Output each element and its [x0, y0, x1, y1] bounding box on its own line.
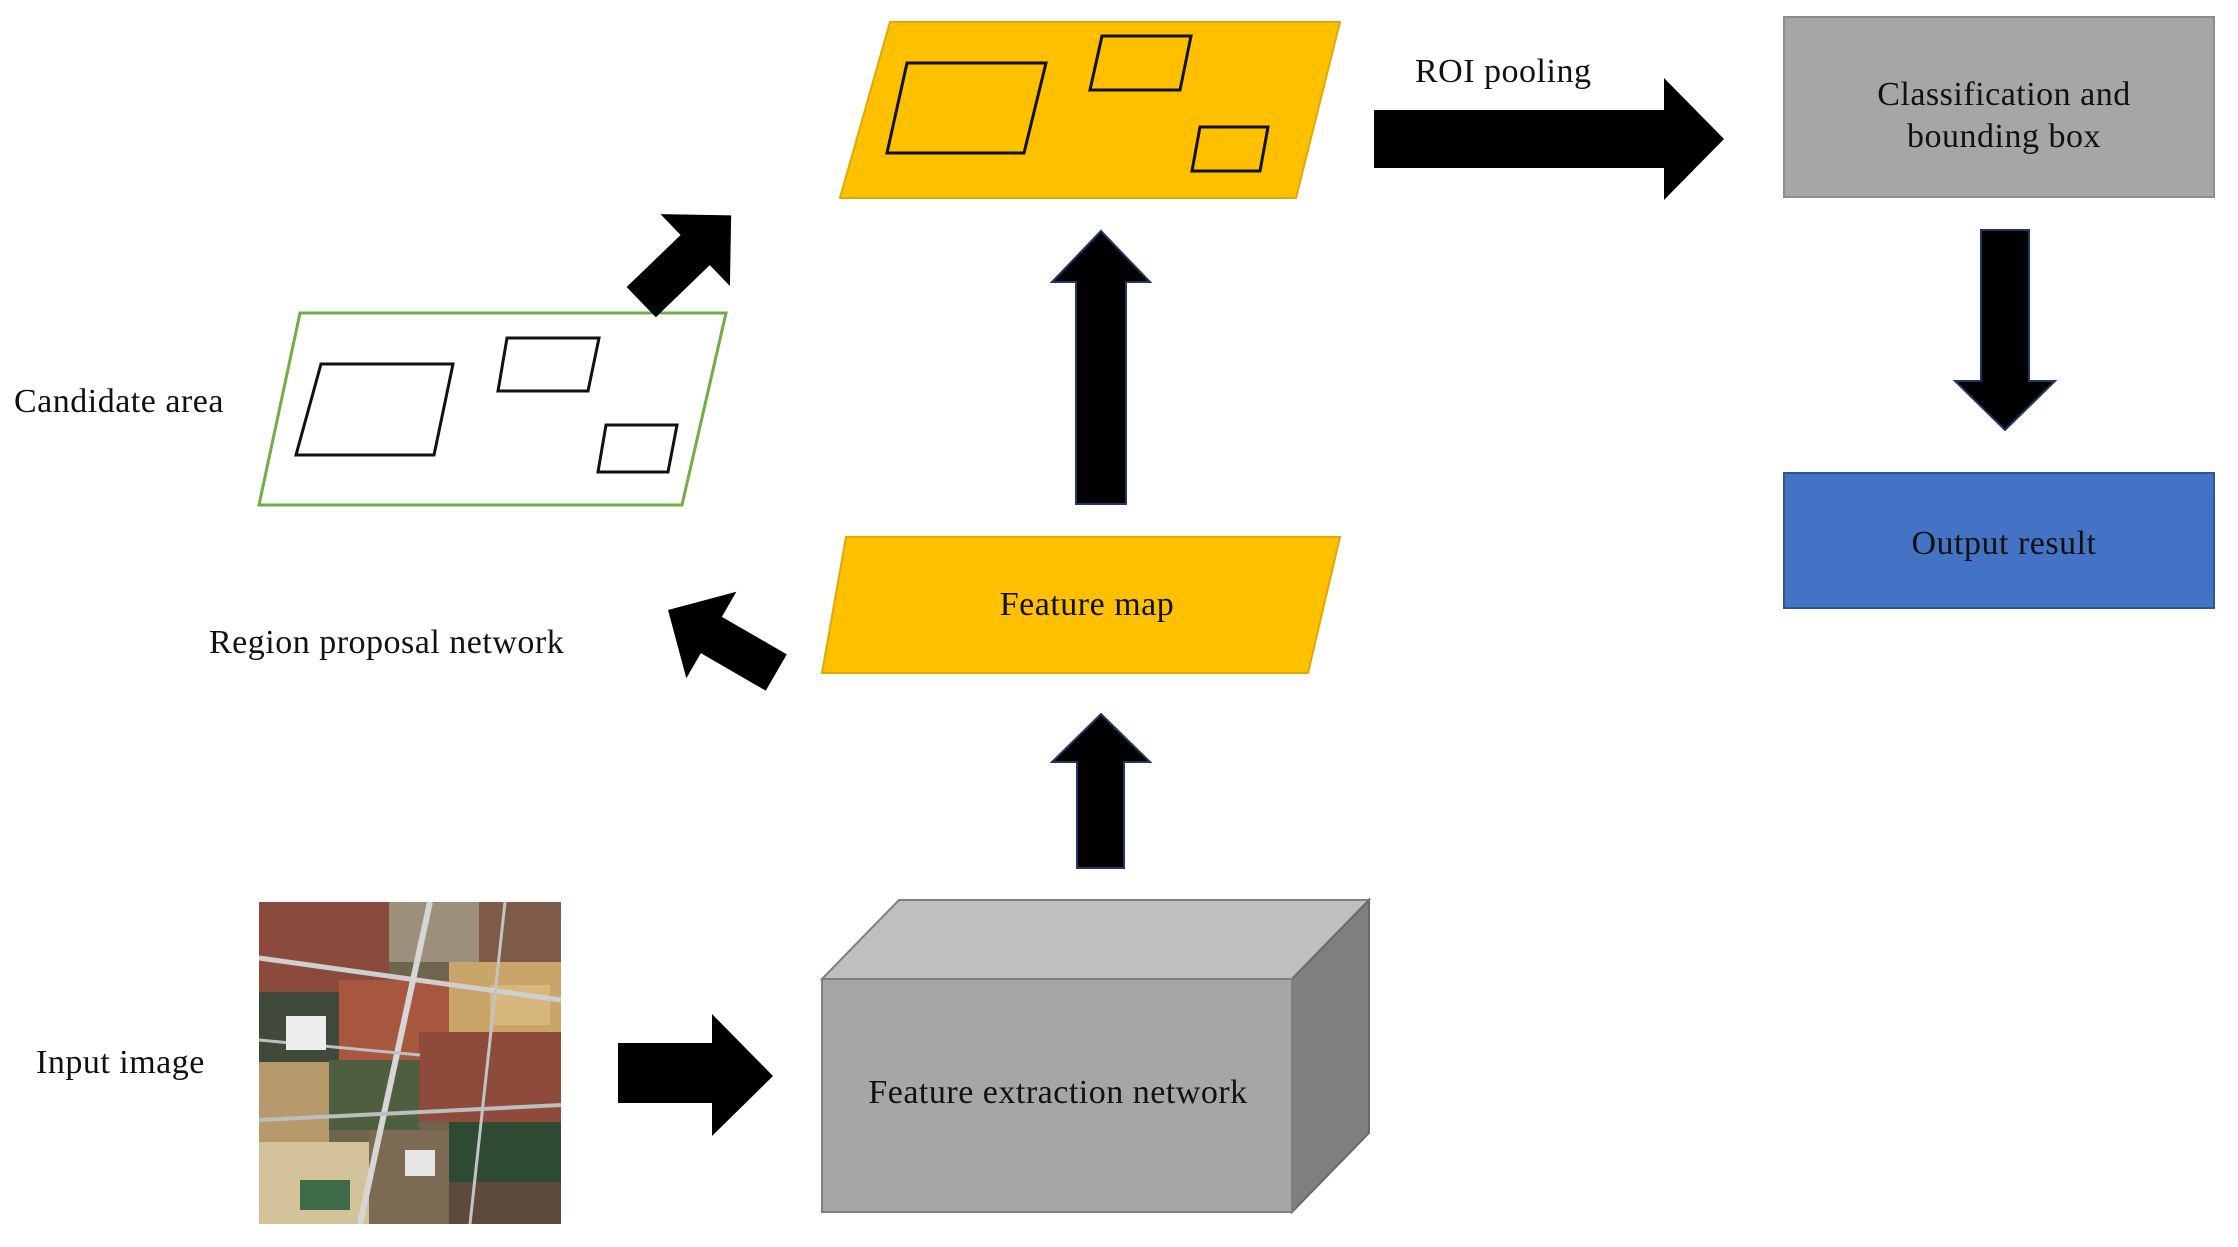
feature-map-label: Feature map — [1000, 586, 1175, 623]
box-top-face — [819, 899, 1372, 980]
candidate-to-roi-arrow — [626, 214, 732, 318]
output-result-label: Output result — [1912, 525, 2097, 562]
roi-feature-map — [838, 21, 1342, 199]
extraction-to-feature-map-arrow — [1049, 712, 1153, 869]
candidate-area — [257, 311, 728, 507]
output-result-box: Output result — [1783, 472, 2215, 609]
proposal-box-large — [885, 61, 1048, 155]
proposal-box-top — [1088, 34, 1193, 92]
candidate-box-small — [596, 423, 679, 474]
candidate-box-large — [294, 362, 455, 457]
feature-extraction-network-box: Feature extraction network — [819, 897, 1372, 1215]
roi-pooling-label: ROI pooling — [1415, 53, 1591, 90]
rpn-arrow — [668, 591, 787, 691]
candidate-area-label: Candidate area — [14, 383, 224, 420]
proposal-box-small — [1190, 125, 1270, 173]
classification-label-line1: Classification and — [1877, 76, 2131, 113]
input-satellite-image — [258, 901, 562, 1225]
input-image-label: Input image — [36, 1044, 205, 1081]
feature-extraction-network-label: Feature extraction network — [868, 1074, 1247, 1111]
classification-to-output-arrow — [1952, 229, 2058, 432]
feature-map-to-roi-arrow — [1049, 229, 1153, 505]
region-proposal-network-label: Region proposal network — [209, 624, 564, 661]
classification-box: Classification and bounding box — [1783, 16, 2215, 198]
classification-label-line2: bounding box — [1907, 118, 2101, 155]
roi-pooling-arrow — [1374, 78, 1724, 200]
feature-map: Feature map — [820, 536, 1342, 674]
candidate-box-top — [496, 336, 601, 393]
input-to-extraction-arrow — [618, 1014, 773, 1136]
box-front-face — [821, 978, 1293, 1213]
